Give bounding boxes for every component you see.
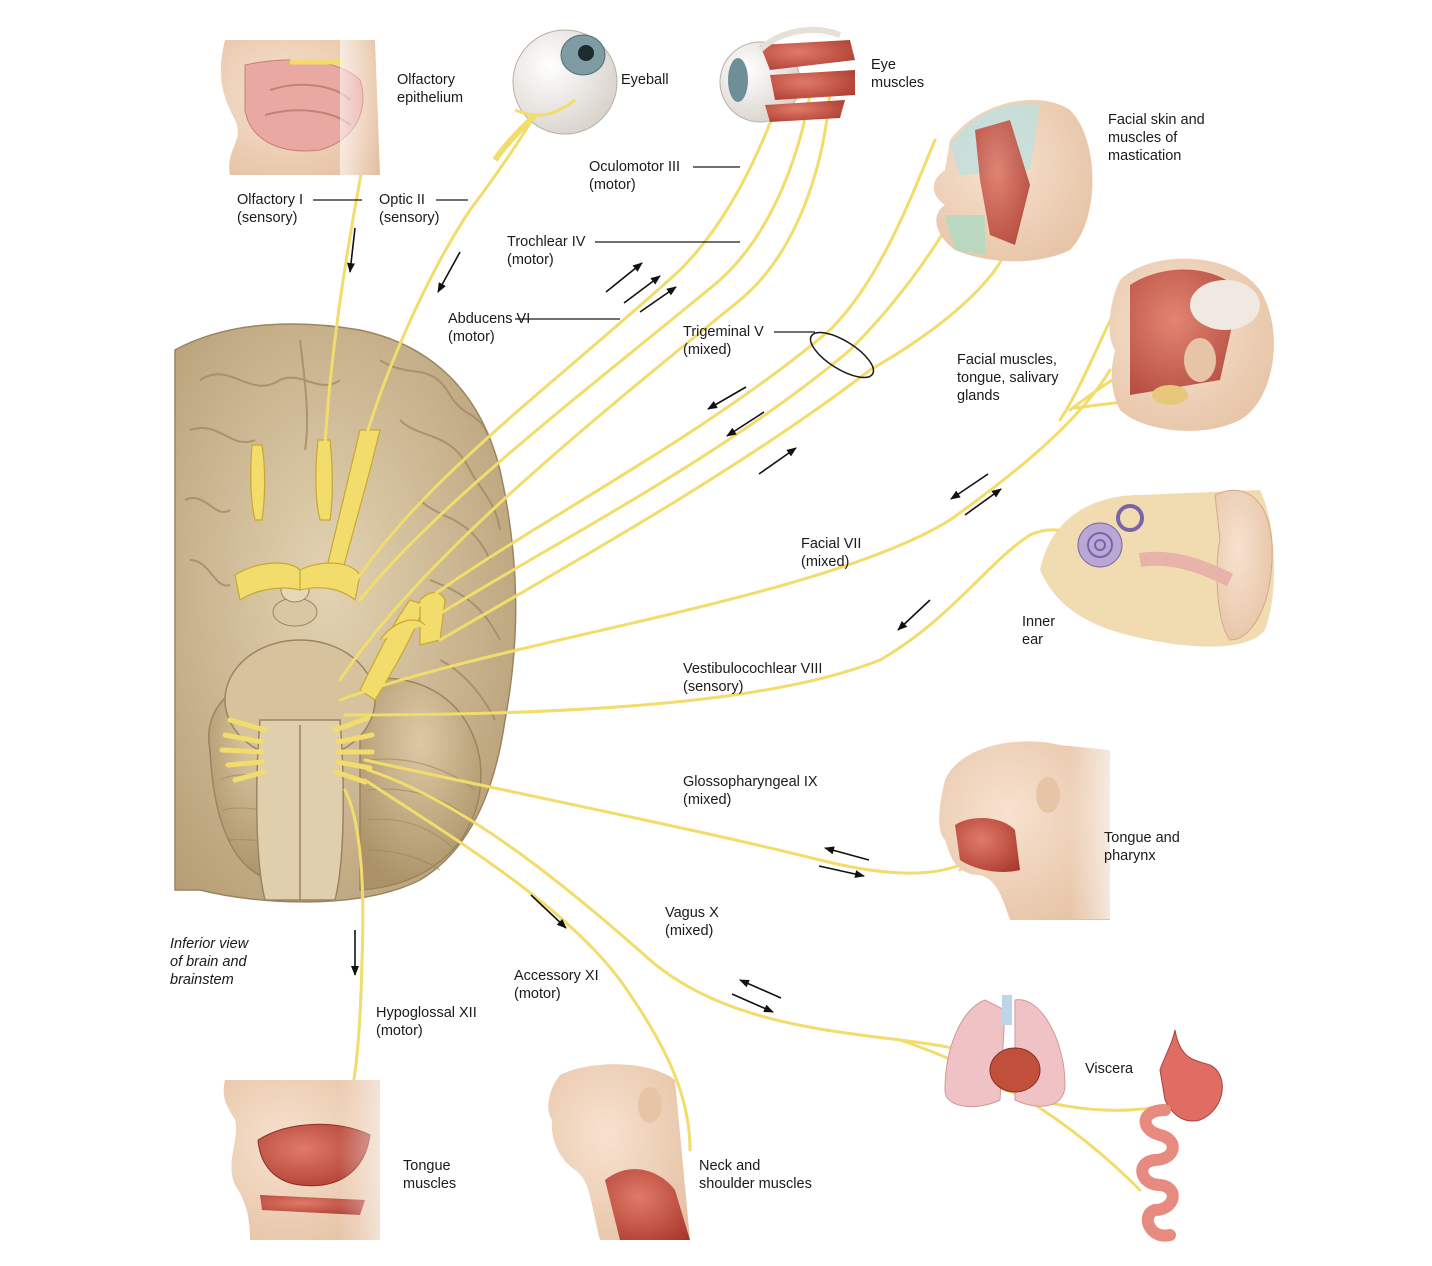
eye-muscles-icon	[719, 27, 855, 123]
label-line: Vestibulocochlear VIII	[683, 661, 823, 677]
label-inner-ear: Inner ear	[1022, 613, 1055, 649]
eyeball-icon	[492, 29, 618, 162]
label-line: Inner	[1022, 614, 1056, 630]
label-facial-nerve: Facial VII (mixed)	[801, 535, 861, 571]
label-tongue-muscles: Tongue muscles	[403, 1157, 456, 1193]
label-line: glands	[957, 388, 1000, 404]
label-line: (motor)	[448, 329, 495, 345]
label-line: (motor)	[514, 986, 561, 1002]
label-line: Abducens VI	[448, 311, 531, 327]
label-line: mastication	[1108, 148, 1182, 164]
label-tongue-pharynx: Tongue and pharynx	[1104, 829, 1180, 865]
label-viscera: Viscera	[1085, 1060, 1133, 1078]
label-line: muscles	[871, 75, 925, 91]
label-trigeminal-nerve: Trigeminal V (mixed)	[683, 323, 764, 359]
olfactory-bulbs	[234, 429, 381, 602]
leader-lines	[313, 166, 815, 333]
label-oculomotor-nerve: Oculomotor III (motor)	[589, 158, 680, 194]
label-line: Viscera	[1085, 1061, 1134, 1077]
label-accessory-nerve: Accessory XI (motor)	[514, 967, 599, 1003]
label-line: Neck and	[699, 1158, 761, 1174]
label-glossopharyngeal-nerve: Glossopharyngeal IX (mixed)	[683, 773, 818, 809]
arrow-icon	[347, 227, 1002, 1013]
label-line: Eye	[871, 57, 896, 73]
label-trochlear-nerve: Trochlear IV (motor)	[507, 233, 585, 269]
label-inferior-view: Inferior view of brain and brainstem	[170, 935, 248, 989]
label-line: (sensory)	[379, 210, 440, 226]
label-line: Eyeball	[621, 72, 669, 88]
label-line: shoulder muscles	[699, 1176, 812, 1192]
label-line: of brain and	[170, 954, 247, 970]
label-line: Glossopharyngeal IX	[683, 774, 818, 790]
head-icon	[1109, 258, 1274, 431]
label-line: (motor)	[507, 252, 554, 268]
label-line: Optic II	[379, 192, 425, 208]
label-line: Hypoglossal XII	[376, 1005, 477, 1021]
ear-icon	[1040, 489, 1275, 647]
label-line: muscles of	[1108, 130, 1178, 146]
label-line: Vagus X	[665, 905, 719, 921]
label-line: (sensory)	[237, 210, 298, 226]
label-line: Accessory XI	[514, 968, 599, 984]
label-line: (mixed)	[683, 792, 732, 808]
head-icon	[933, 100, 1093, 262]
trigeminal-bundle-ring	[809, 331, 875, 379]
label-line: (mixed)	[683, 342, 732, 358]
label-line: (sensory)	[683, 679, 744, 695]
label-line: epithelium	[397, 90, 464, 106]
label-eye-muscles: Eye muscles	[871, 56, 924, 92]
brainstem-rootlets	[219, 715, 375, 785]
label-olfactory-epithelium: Olfactory epithelium	[397, 71, 463, 107]
label-line: Inferior view	[170, 936, 249, 952]
label-line: pharynx	[1104, 848, 1156, 864]
label-line: Facial skin and	[1108, 112, 1205, 128]
label-line: Trigeminal V	[683, 324, 764, 340]
label-line: Trochlear IV	[507, 234, 586, 250]
lungs-icon	[944, 995, 1066, 1108]
nose-icon	[220, 40, 380, 175]
label-line: Facial muscles,	[957, 352, 1057, 368]
label-facial-skin: Facial skin and muscles of mastication	[1108, 111, 1205, 165]
label-olfactory-nerve: Olfactory I (sensory)	[237, 191, 303, 227]
label-line: Olfactory	[397, 72, 456, 88]
label-abducens-nerve: Abducens VI (motor)	[448, 310, 530, 346]
label-hypoglossal-nerve: Hypoglossal XII (motor)	[376, 1004, 477, 1040]
label-line: Olfactory I	[237, 192, 304, 208]
label-line: ear	[1022, 632, 1043, 648]
label-eyeball: Eyeball	[621, 71, 669, 89]
label-line: (mixed)	[801, 554, 850, 570]
label-line: Tongue	[403, 1158, 451, 1174]
label-line: tongue, salivary	[957, 370, 1059, 386]
stomach-icon	[1136, 1029, 1223, 1242]
label-line: Tongue and	[1104, 830, 1180, 846]
label-neck-shoulder: Neck and shoulder muscles	[699, 1157, 812, 1193]
label-optic-nerve: Optic II (sensory)	[379, 191, 439, 227]
label-line: muscles	[403, 1176, 457, 1192]
head-icon	[939, 741, 1114, 920]
head-icon	[548, 1064, 690, 1240]
tongue-icon	[223, 1080, 384, 1240]
label-line: (motor)	[376, 1023, 423, 1039]
label-line: (mixed)	[665, 923, 714, 939]
label-line: (motor)	[589, 177, 636, 193]
label-line: brainstem	[170, 972, 234, 988]
label-vagus-nerve: Vagus X (mixed)	[665, 904, 719, 940]
label-line: Facial VII	[801, 536, 862, 552]
label-facial-muscles: Facial muscles, tongue, salivary glands	[957, 351, 1059, 405]
label-line: Oculomotor III	[589, 159, 681, 175]
label-vestibulocochlear-nerve: Vestibulocochlear VIII (sensory)	[683, 660, 822, 696]
